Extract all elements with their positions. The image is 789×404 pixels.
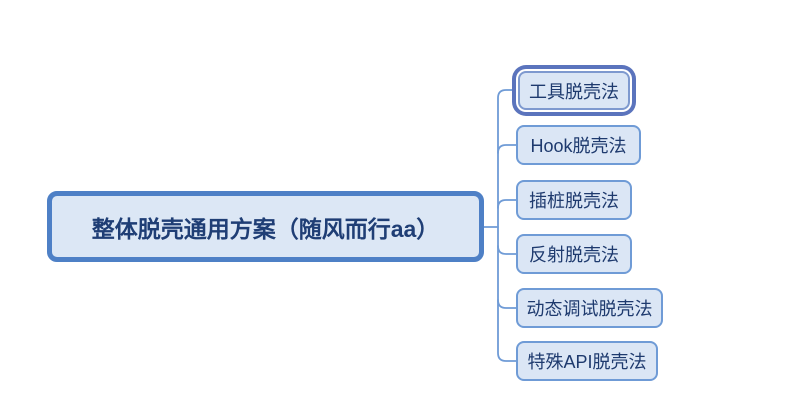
child-topic-dynamic-debug-unpacking[interactable]: 动态调试脱壳法 xyxy=(516,288,663,328)
child-topic-special-api-unpacking[interactable]: 特殊API脱壳法 xyxy=(516,341,658,381)
child-topic-label: Hook脱壳法 xyxy=(530,136,627,156)
child-topic-tool-unpacking[interactable]: 工具脱壳法 xyxy=(518,71,630,110)
child-topic-label: 工具脱壳法 xyxy=(529,81,619,102)
root-topic-node[interactable]: 整体脱壳通用方案（随风而行aa） xyxy=(47,191,484,262)
child-topic-hook-unpacking[interactable]: Hook脱壳法 xyxy=(516,125,641,165)
connector-branch-2 xyxy=(497,144,517,154)
child-topic-label: 反射脱壳法 xyxy=(529,245,619,265)
connector-branch-5 xyxy=(497,299,517,309)
child-topic-label: 动态调试脱壳法 xyxy=(526,299,653,319)
connector-trunk xyxy=(497,89,517,362)
child-topic-label: 特殊API脱壳法 xyxy=(527,352,647,372)
connector-branch-4 xyxy=(497,245,517,255)
child-topic-instrumentation-unpacking[interactable]: 插桩脱壳法 xyxy=(516,180,632,220)
root-topic-label: 整体脱壳通用方案（随风而行aa） xyxy=(91,215,440,242)
child-topic-reflection-unpacking[interactable]: 反射脱壳法 xyxy=(516,234,632,274)
connector-branch-3 xyxy=(497,199,517,209)
child-topic-label: 插桩脱壳法 xyxy=(529,191,619,211)
